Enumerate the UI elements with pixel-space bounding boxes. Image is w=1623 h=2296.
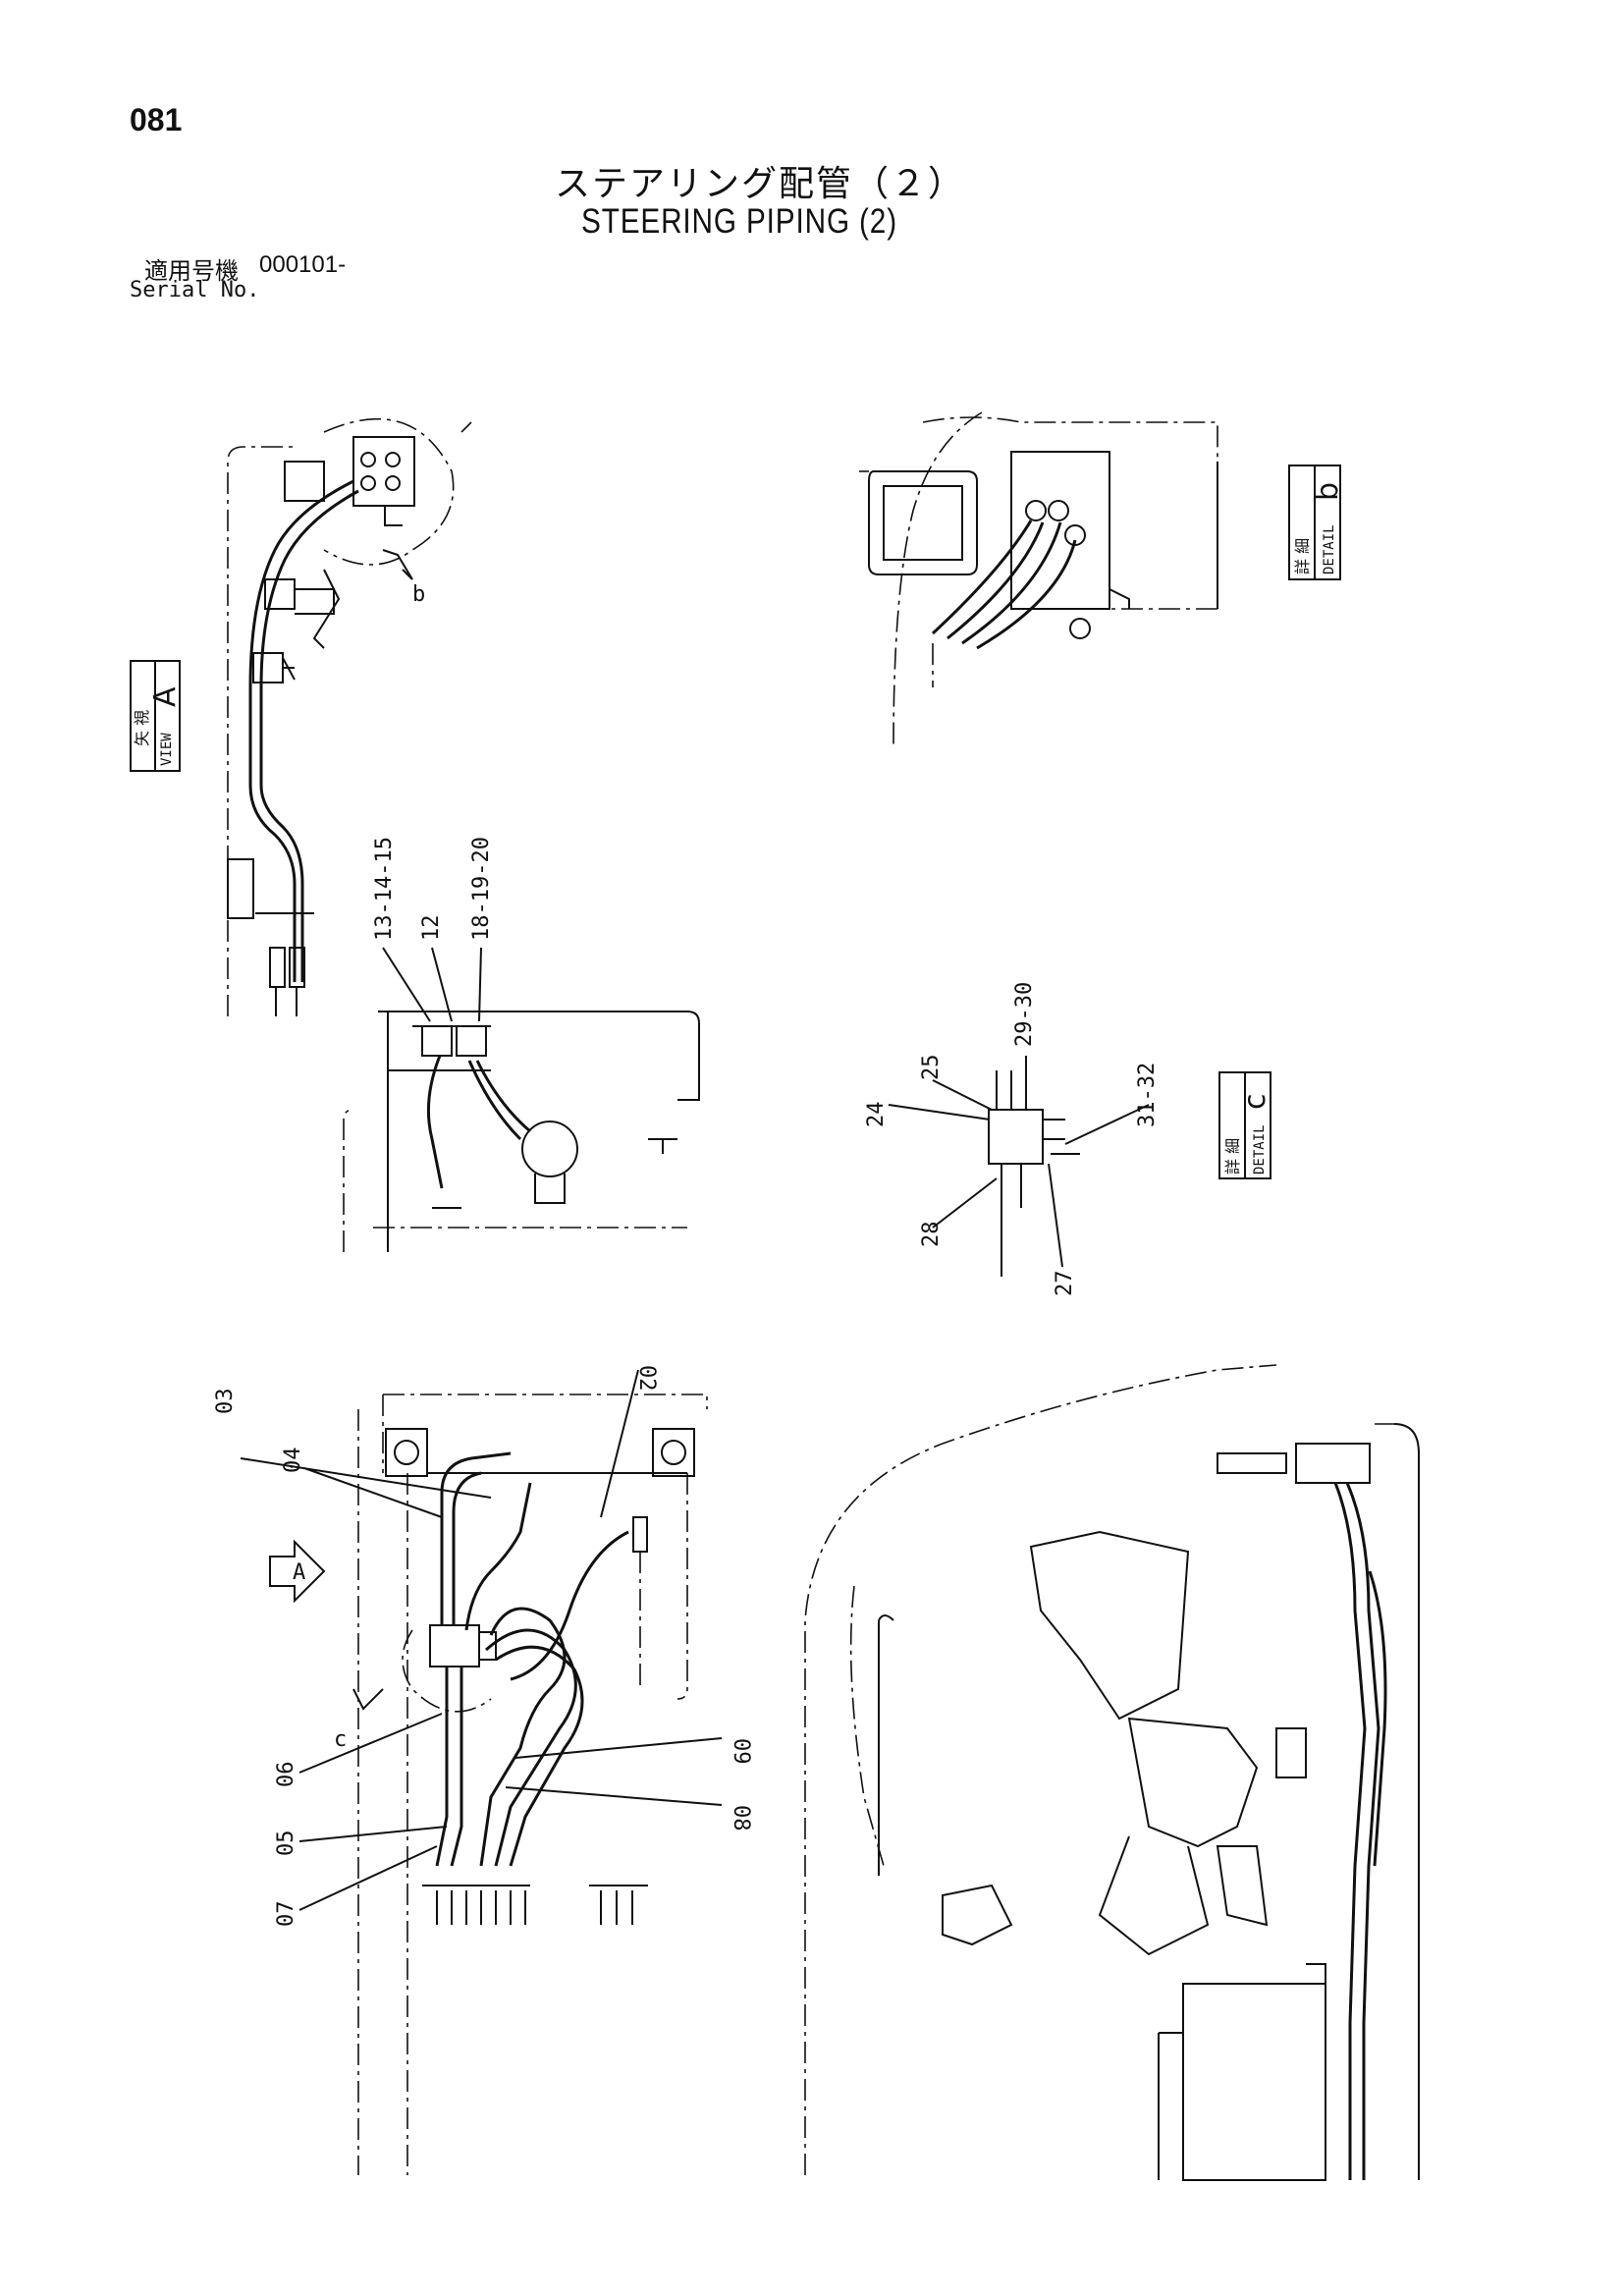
part-label-18-19-20: 18-19-20 xyxy=(469,837,494,941)
detail-c-tag-jp: 詳 細 xyxy=(1223,1138,1242,1175)
machine-side-view xyxy=(804,1364,1420,2181)
detail-b-drawing xyxy=(859,411,1218,747)
view-a-tag: 矢 視 VIEW A xyxy=(130,660,183,772)
callout-letter-b: b xyxy=(412,582,425,607)
view-a-tag-jp: 矢 視 xyxy=(133,710,151,746)
plan-view-drawing: A c xyxy=(269,1394,708,2175)
part-label-25: 25 xyxy=(919,1055,944,1081)
tank-detail-drawing xyxy=(343,1011,700,1252)
part-label-31-32: 31-32 xyxy=(1135,1063,1160,1127)
detail-b-tag-en: DETAIL xyxy=(1322,524,1337,574)
part-label-09: 09 xyxy=(729,1738,753,1765)
view-a-drawing: b xyxy=(227,417,472,1016)
callout-letter-c: c xyxy=(334,1727,347,1752)
part-label-06: 06 xyxy=(274,1762,298,1788)
serial-label-english: Serial No. xyxy=(130,278,260,302)
serial-label-japanese: 適用号機 xyxy=(144,257,239,285)
part-label-28: 28 xyxy=(919,1222,944,1248)
leader-lines-12-20 xyxy=(382,947,482,1022)
leader-lines-24-32 xyxy=(888,1056,1150,1268)
part-label-04: 04 xyxy=(281,1448,305,1474)
leader-lines-02-09 xyxy=(240,1369,723,1911)
title-english: STEERING PIPING (2) xyxy=(581,202,897,241)
detail-c-tag-letter: c xyxy=(1238,1094,1272,1111)
serial-number-value: 000101- xyxy=(259,251,347,278)
detail-c-tag-en: DETAIL xyxy=(1252,1124,1268,1175)
detail-c-tag: 詳 細 DETAIL c xyxy=(1218,1071,1272,1179)
part-label-02: 02 xyxy=(634,1365,659,1392)
page-number: 081 xyxy=(130,102,183,137)
detail-c-drawing xyxy=(988,1070,1080,1277)
title-japanese: ステアリング配管（２） xyxy=(555,164,966,204)
part-label-12: 12 xyxy=(419,915,444,942)
part-label-29-30: 29-30 xyxy=(1012,982,1037,1047)
part-label-27: 27 xyxy=(1053,1271,1077,1297)
detail-b-tag: 詳 細 DETAIL b xyxy=(1288,465,1345,580)
part-label-13-14-15: 13-14-15 xyxy=(372,837,397,941)
detail-b-tag-jp: 詳 細 xyxy=(1293,538,1312,574)
view-a-tag-en: VIEW xyxy=(159,733,175,766)
part-label-05: 05 xyxy=(274,1831,298,1857)
part-label-08: 08 xyxy=(729,1805,753,1831)
view-a-arrow-letter: A xyxy=(293,1560,305,1585)
view-a-tag-letter: A xyxy=(148,686,183,707)
part-label-24: 24 xyxy=(864,1102,889,1128)
part-label-07: 07 xyxy=(274,1901,298,1928)
part-label-03: 03 xyxy=(213,1389,238,1415)
detail-b-tag-letter: b xyxy=(1311,482,1345,501)
